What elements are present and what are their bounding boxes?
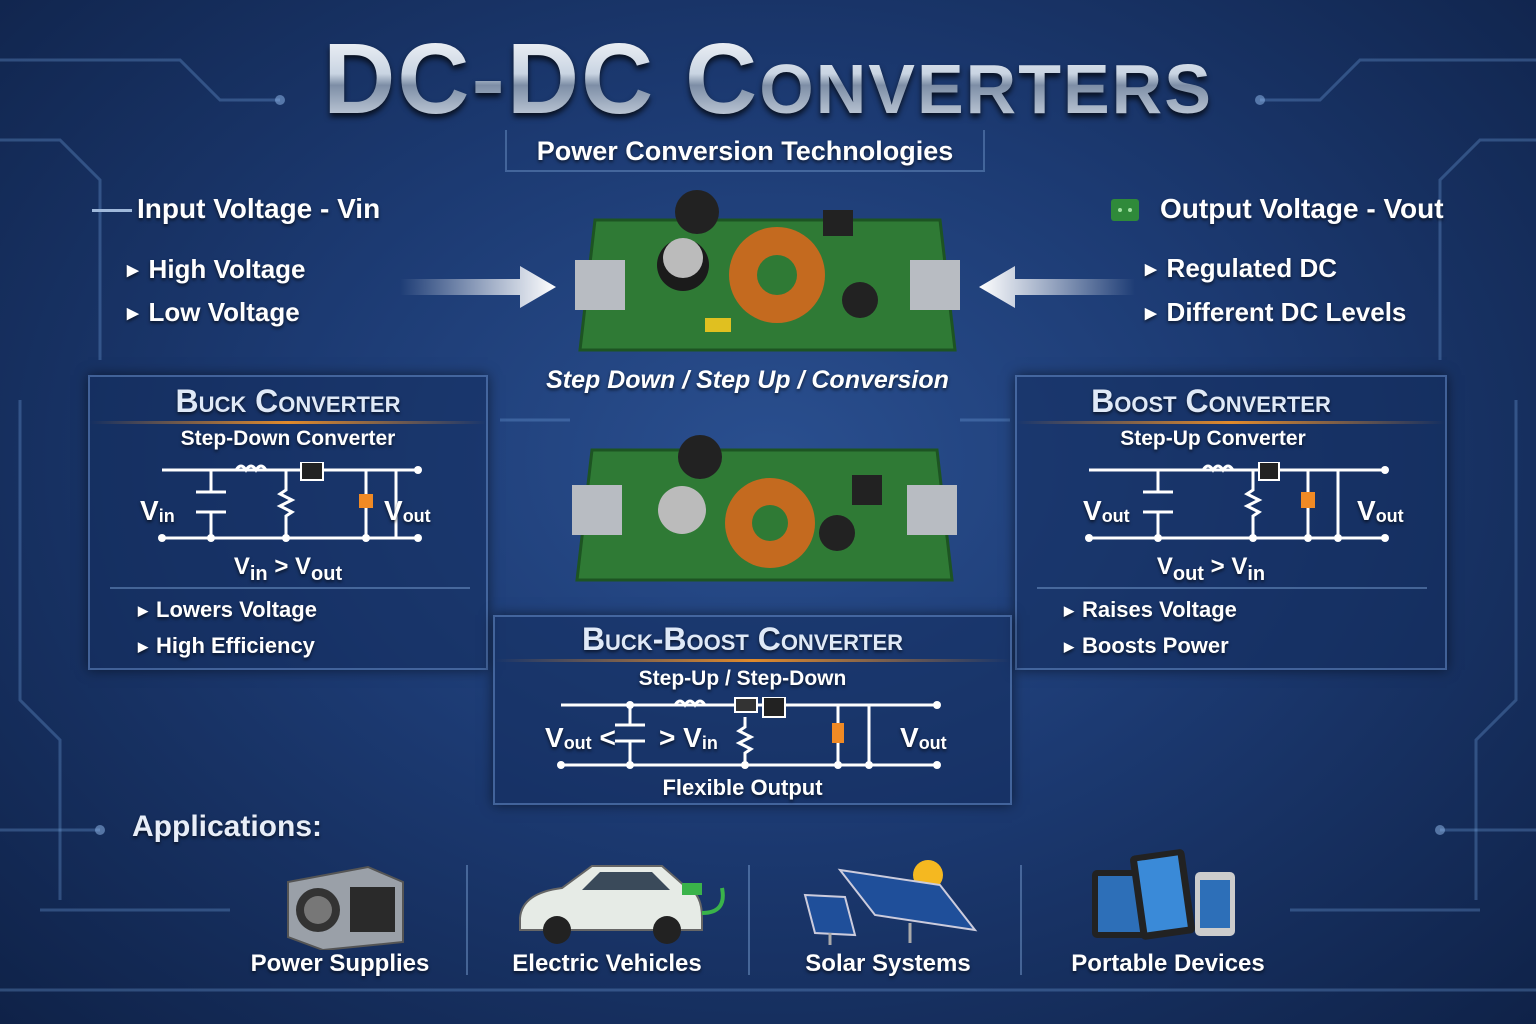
boost-vout-label: Vout [1357,495,1404,526]
boost-circuit-diagram [1085,462,1389,542]
boost-title: Boost Converter [1091,383,1331,419]
applications-label: Applications: [132,810,323,843]
application-electric-vehicles: Electric Vehicles [512,950,702,977]
pcb-board-image-2 [572,435,957,582]
solar-panel-icon [803,860,978,945]
buck-relation: Vin > Vout [233,553,343,585]
boost-subtitle: Step-Up Converter [1120,427,1306,450]
portable-devices-icon [1092,849,1235,940]
application-portable-devices: Portable Devices [1071,950,1265,977]
center-caption: Step Down / Step Up / Conversion [546,366,949,394]
input-heading: Input Voltage - Vin [137,193,381,224]
buck-circuit-diagram [158,462,422,542]
divider [748,865,750,975]
electric-vehicle-icon [519,865,725,944]
buck-vin-label: Vin [140,495,175,526]
buck-title: Buck Converter [175,383,401,419]
buck-boost-converter-panel: Buck-Boost Converter Step-Up / Step-Down… [493,615,1012,805]
output-item: Regulated DC [1145,253,1337,284]
buck-vout-label: Vout [384,495,431,526]
buck-boost-title: Buck-Boost Converter [581,621,904,657]
application-power-supplies: Power Supplies [250,950,430,977]
application-solar-systems: Solar Systems [805,950,971,977]
buck-boost-left-label: Vout < [545,722,616,753]
output-item: Different DC Levels [1145,297,1407,328]
accent-line [495,659,1010,662]
chip-icon [1111,199,1139,221]
buck-bullet: High Efficiency [138,633,315,659]
accent-line [90,421,486,424]
divider [110,587,470,589]
buck-bullet: Lowers Voltage [138,597,317,623]
power-supply-icon [287,865,404,950]
boost-bullet: Boosts Power [1064,633,1229,659]
input-line [92,209,132,212]
subtitle: Power Conversion Technologies [536,136,954,166]
arrow-left-icon [979,266,1135,308]
divider [466,865,468,975]
input-item: Low Voltage [127,297,300,328]
pcb-board-image [575,190,960,352]
boost-bullet: Raises Voltage [1064,597,1237,623]
buck-boost-vin-label: > Vin [659,722,718,753]
accent-line [1017,421,1445,424]
subtitle-frame [505,130,985,172]
divider [1020,865,1022,975]
buck-boost-vout-label: Vout [900,722,947,753]
buck-subtitle: Step-Down Converter [180,427,396,450]
divider [1037,587,1427,589]
buck-boost-circuit-diagram [557,697,941,769]
input-item: High Voltage [127,254,306,285]
arrow-right-icon [400,266,556,308]
boost-left-label: Vout [1083,495,1130,526]
buck-converter-panel: Buck Converter Step-Down Converter Vin V… [88,375,488,670]
buck-boost-footer: Flexible Output [662,775,823,800]
buck-boost-subtitle: Step-Up / Step-Down [638,667,847,690]
page-title: DC-DC Converters [0,22,1536,137]
output-heading: Output Voltage - Vout [1160,193,1444,224]
boost-relation: Vout > Vin [1156,553,1266,585]
boost-converter-panel: Boost Converter Step-Up Converter Vout V… [1015,375,1447,670]
